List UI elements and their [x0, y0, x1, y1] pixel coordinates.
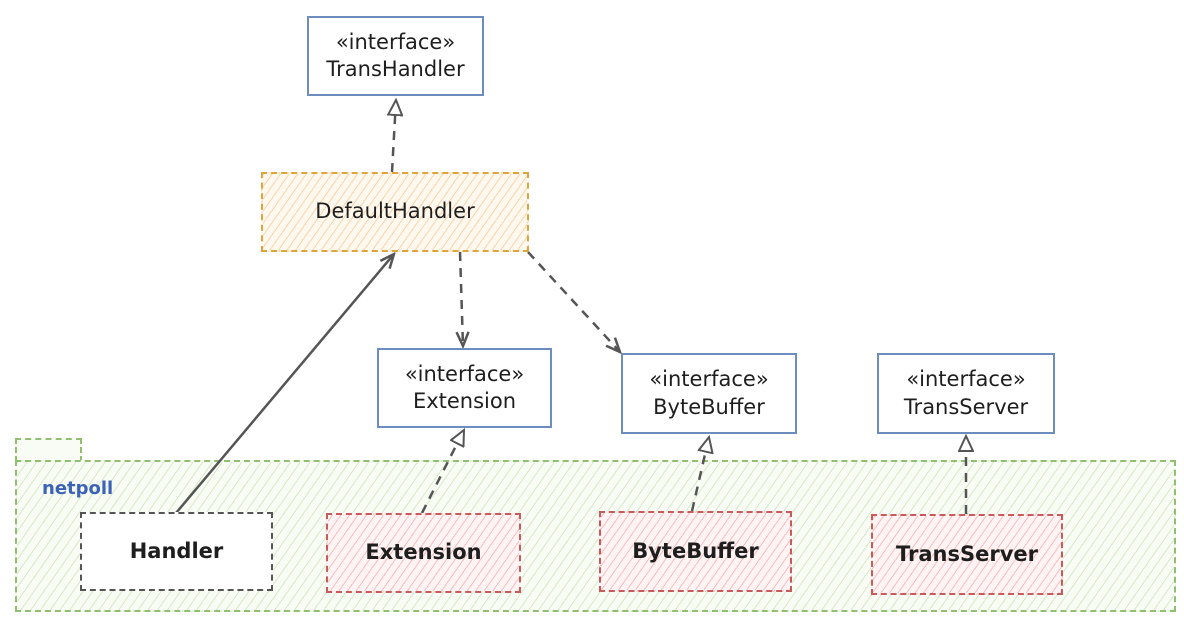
stereotype-label: «interface»: [404, 361, 525, 386]
interface-name: ByteBuffer: [653, 394, 765, 419]
package-tab: [15, 438, 82, 462]
interface-transserver: «interface» TransServer: [877, 353, 1055, 434]
dependency-defaulthandler-extension: [460, 251, 463, 346]
package-label: netpoll: [42, 478, 114, 499]
realization-extension-impl: [420, 430, 466, 514]
class-name: ByteBuffer: [632, 538, 759, 563]
interface-transhandler: «interface» TransHandler: [307, 16, 484, 96]
stereotype-label: «interface»: [649, 367, 769, 392]
class-handler: Handler: [80, 512, 273, 591]
class-defaulthandler: DefaultHandler: [261, 172, 529, 252]
interface-extension: «interface» Extension: [377, 348, 552, 428]
class-name: Handler: [129, 538, 224, 563]
class-name: Extension: [365, 540, 482, 565]
interface-name: TransHandler: [326, 57, 465, 81]
class-netpoll-extension: Extension: [326, 513, 521, 593]
association-handler-defaulthandler: [175, 254, 394, 514]
class-netpoll-bytebuffer: ByteBuffer: [599, 511, 792, 592]
class-name: DefaultHandler: [315, 199, 475, 224]
stereotype-label: «interface»: [906, 367, 1026, 392]
dependency-defaulthandler-bytebuffer: [527, 251, 620, 352]
interface-bytebuffer: «interface» ByteBuffer: [621, 353, 797, 434]
class-name: TransServer: [895, 541, 1038, 566]
interface-name: TransServer: [903, 394, 1029, 419]
realization-bytebuffer-impl: [690, 437, 709, 512]
stereotype-label: «interface»: [335, 29, 456, 54]
class-netpoll-transserver: TransServer: [871, 514, 1063, 595]
realization-defaulthandler-transhandler: [392, 100, 396, 173]
interface-name: Extension: [412, 389, 517, 413]
